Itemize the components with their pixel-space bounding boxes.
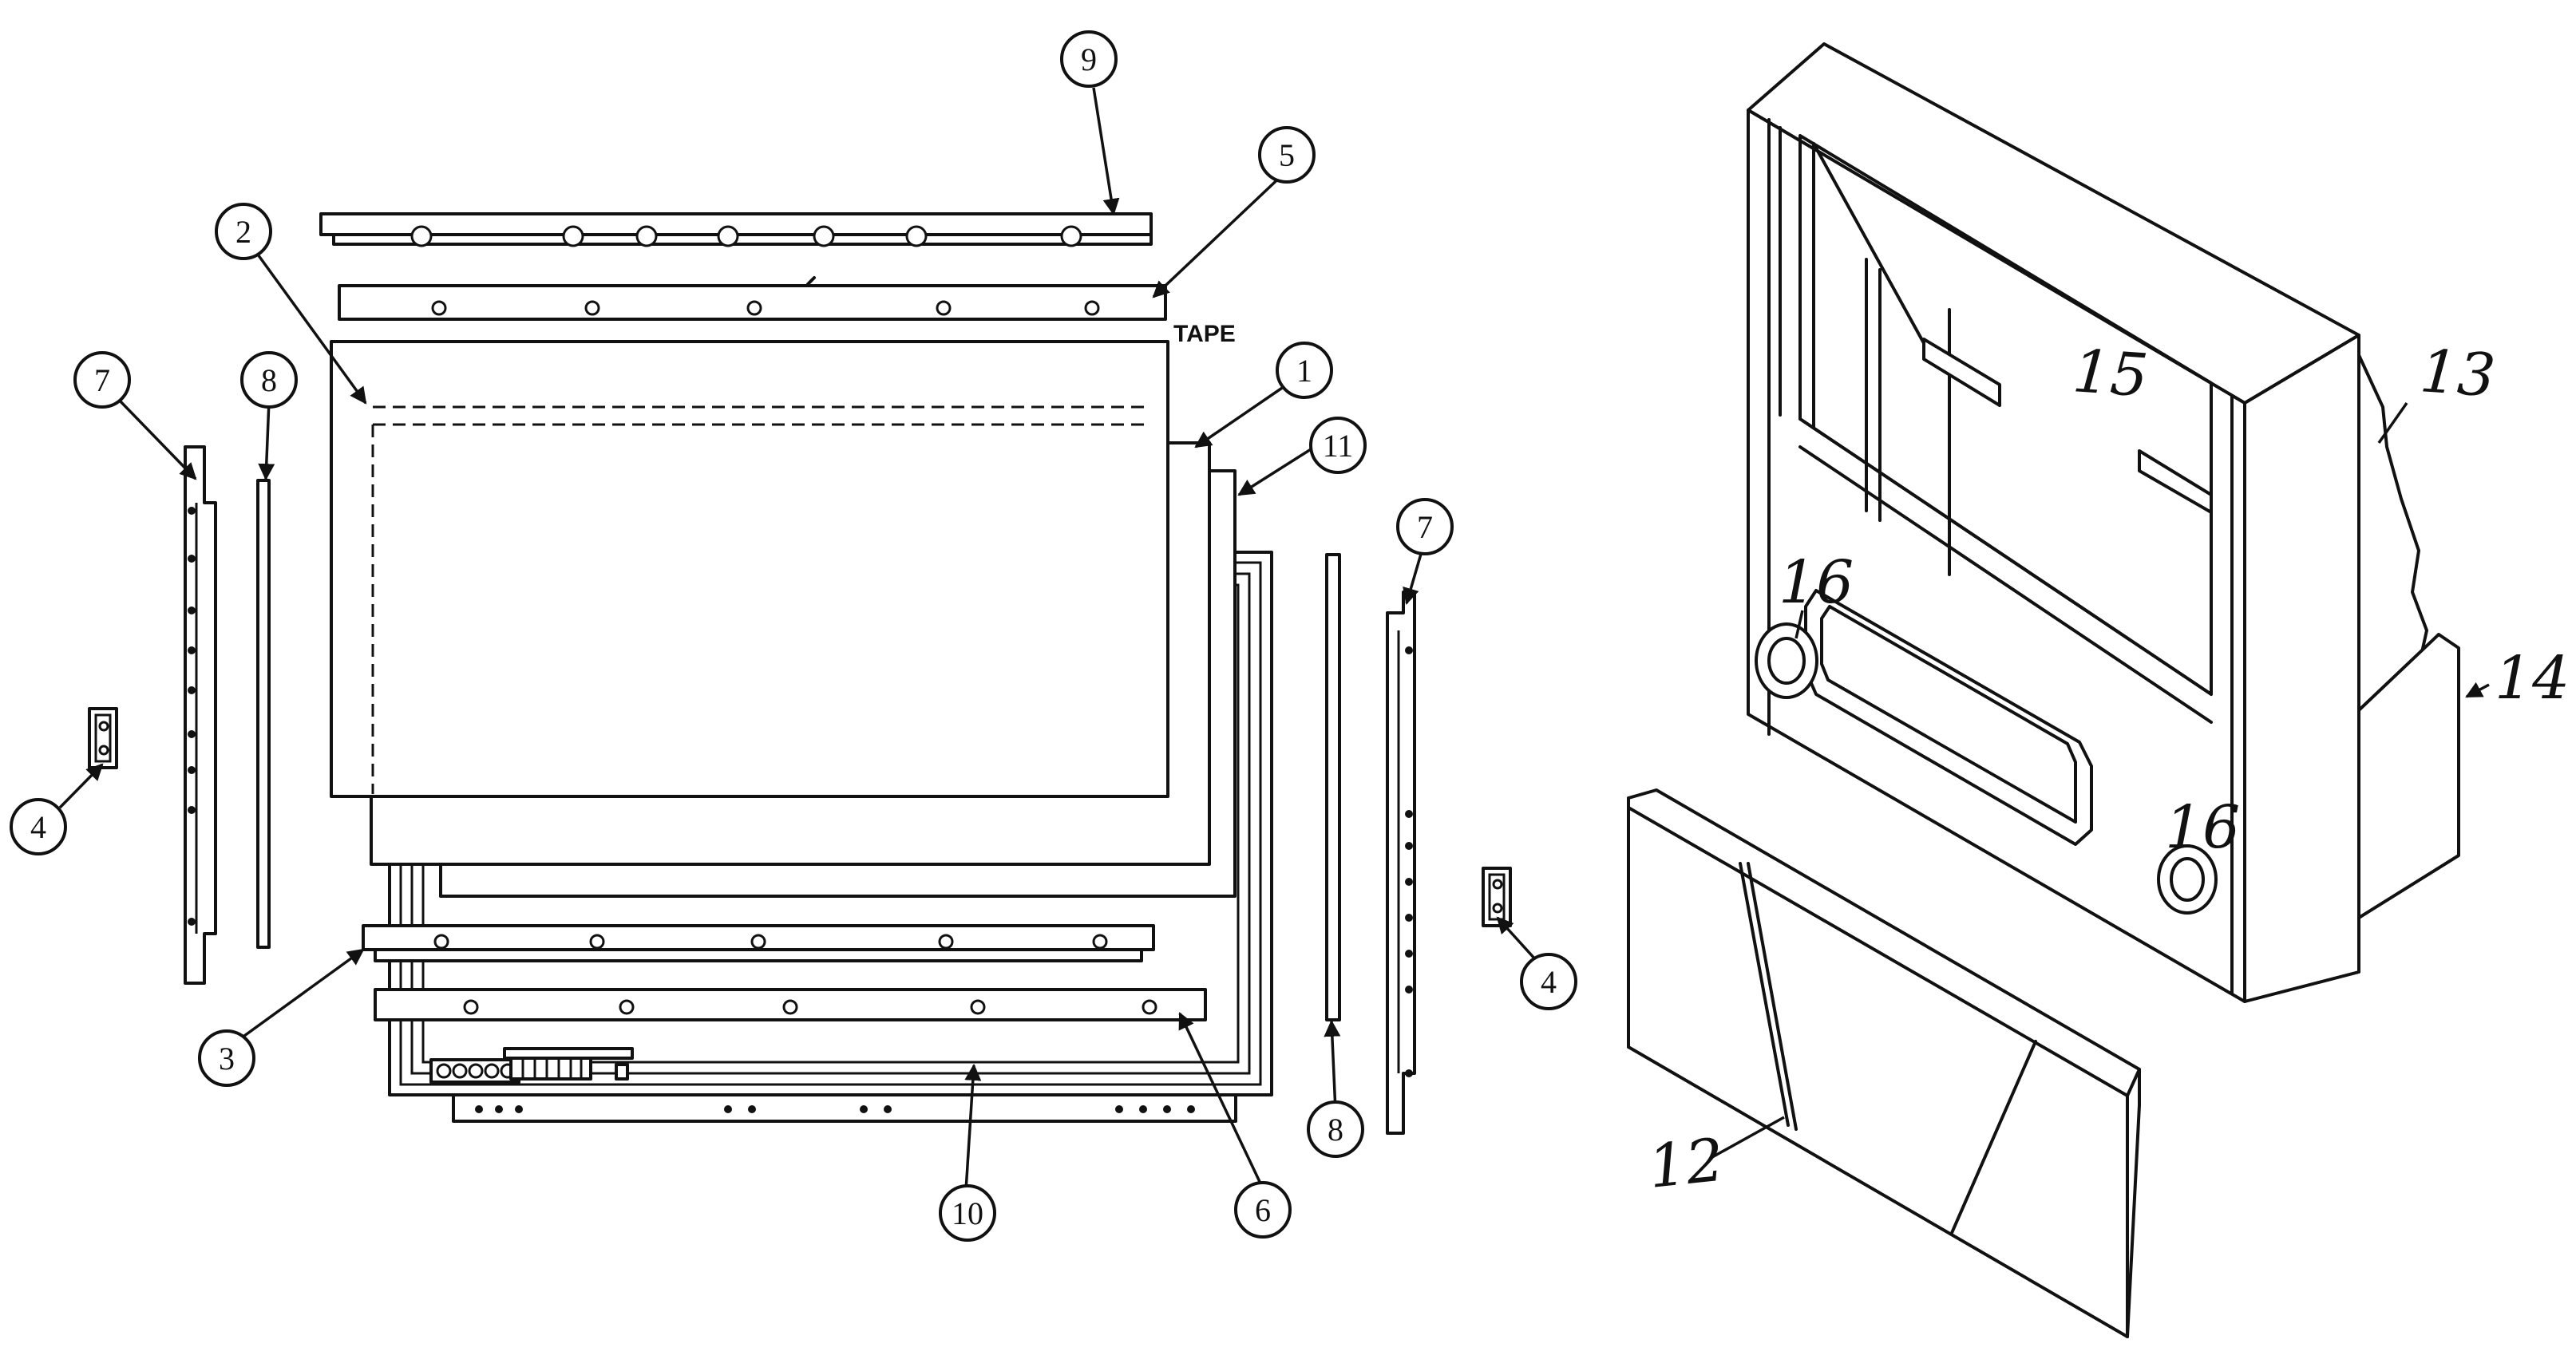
part-16-knob-right [2157,844,2218,915]
svg-text:6: 6 [1255,1192,1271,1228]
callout-2: 2 [215,203,272,260]
callout-5: 5 [1258,126,1316,184]
label-16-right: 16 [2165,793,2240,862]
part-4-right-clip [1482,867,1512,927]
part-7-right-side-bracket [1386,591,1416,1135]
leader-lines [58,87,1538,1191]
callout-8-right: 8 [1307,1100,1364,1158]
svg-text:11: 11 [1323,428,1354,464]
svg-text:4: 4 [30,809,46,845]
callout-10: 10 [939,1184,996,1242]
part-3-bottom-rail [362,924,1155,962]
part-14-rear-base [2357,633,2460,919]
label-14: 14 [2495,644,2570,713]
svg-text:2: 2 [235,214,251,250]
svg-text:10: 10 [952,1195,983,1231]
part-8-left-strip [256,479,271,949]
callout-1: 1 [1276,342,1333,399]
label-16-left: 16 [1779,548,1854,617]
part-5-top-strip [338,276,1167,321]
svg-text:8: 8 [261,362,277,398]
part-2-front-lens [330,340,1169,798]
part-9-top-rail [319,212,1153,247]
svg-text:3: 3 [219,1041,235,1077]
svg-text:9: 9 [1081,41,1097,77]
part-7-left-side-bracket [184,445,217,985]
tv-cabinet [1747,42,2460,1003]
callout-11: 11 [1309,417,1367,474]
label-12: 12 [1645,1126,1727,1202]
svg-text:7: 7 [94,362,110,398]
svg-text:8: 8 [1328,1112,1343,1148]
callout-7-right: 7 [1396,498,1454,555]
callout-3: 3 [198,1029,255,1087]
callout-6: 6 [1234,1181,1292,1239]
tape-label: TAPE [1173,321,1236,347]
svg-text:4: 4 [1541,964,1557,1000]
handwritten-labels: 15 13 16 16 14 12 [1645,337,2570,1202]
svg-text:1: 1 [1296,353,1312,389]
svg-text:5: 5 [1279,137,1295,173]
callout-4-right: 4 [1520,953,1577,1010]
part-12-front-bezel [1627,788,2141,1338]
part-6-bottom-strip [374,988,1207,1021]
part-4-left-clip [88,707,118,769]
callout-9: 9 [1060,30,1118,88]
part-15-bracket-left [1922,338,2001,407]
label-15: 15 [2071,337,2151,410]
part-8-right-strip [1325,553,1341,1021]
callout-4-left: 4 [10,798,67,855]
callout-7-left: 7 [73,351,131,409]
svg-text:7: 7 [1417,509,1433,545]
callout-8-left: 8 [240,351,298,409]
part-16-knob-left [1755,622,1818,699]
label-13: 13 [2418,337,2498,410]
part-15-bracket-right [2138,449,2213,514]
